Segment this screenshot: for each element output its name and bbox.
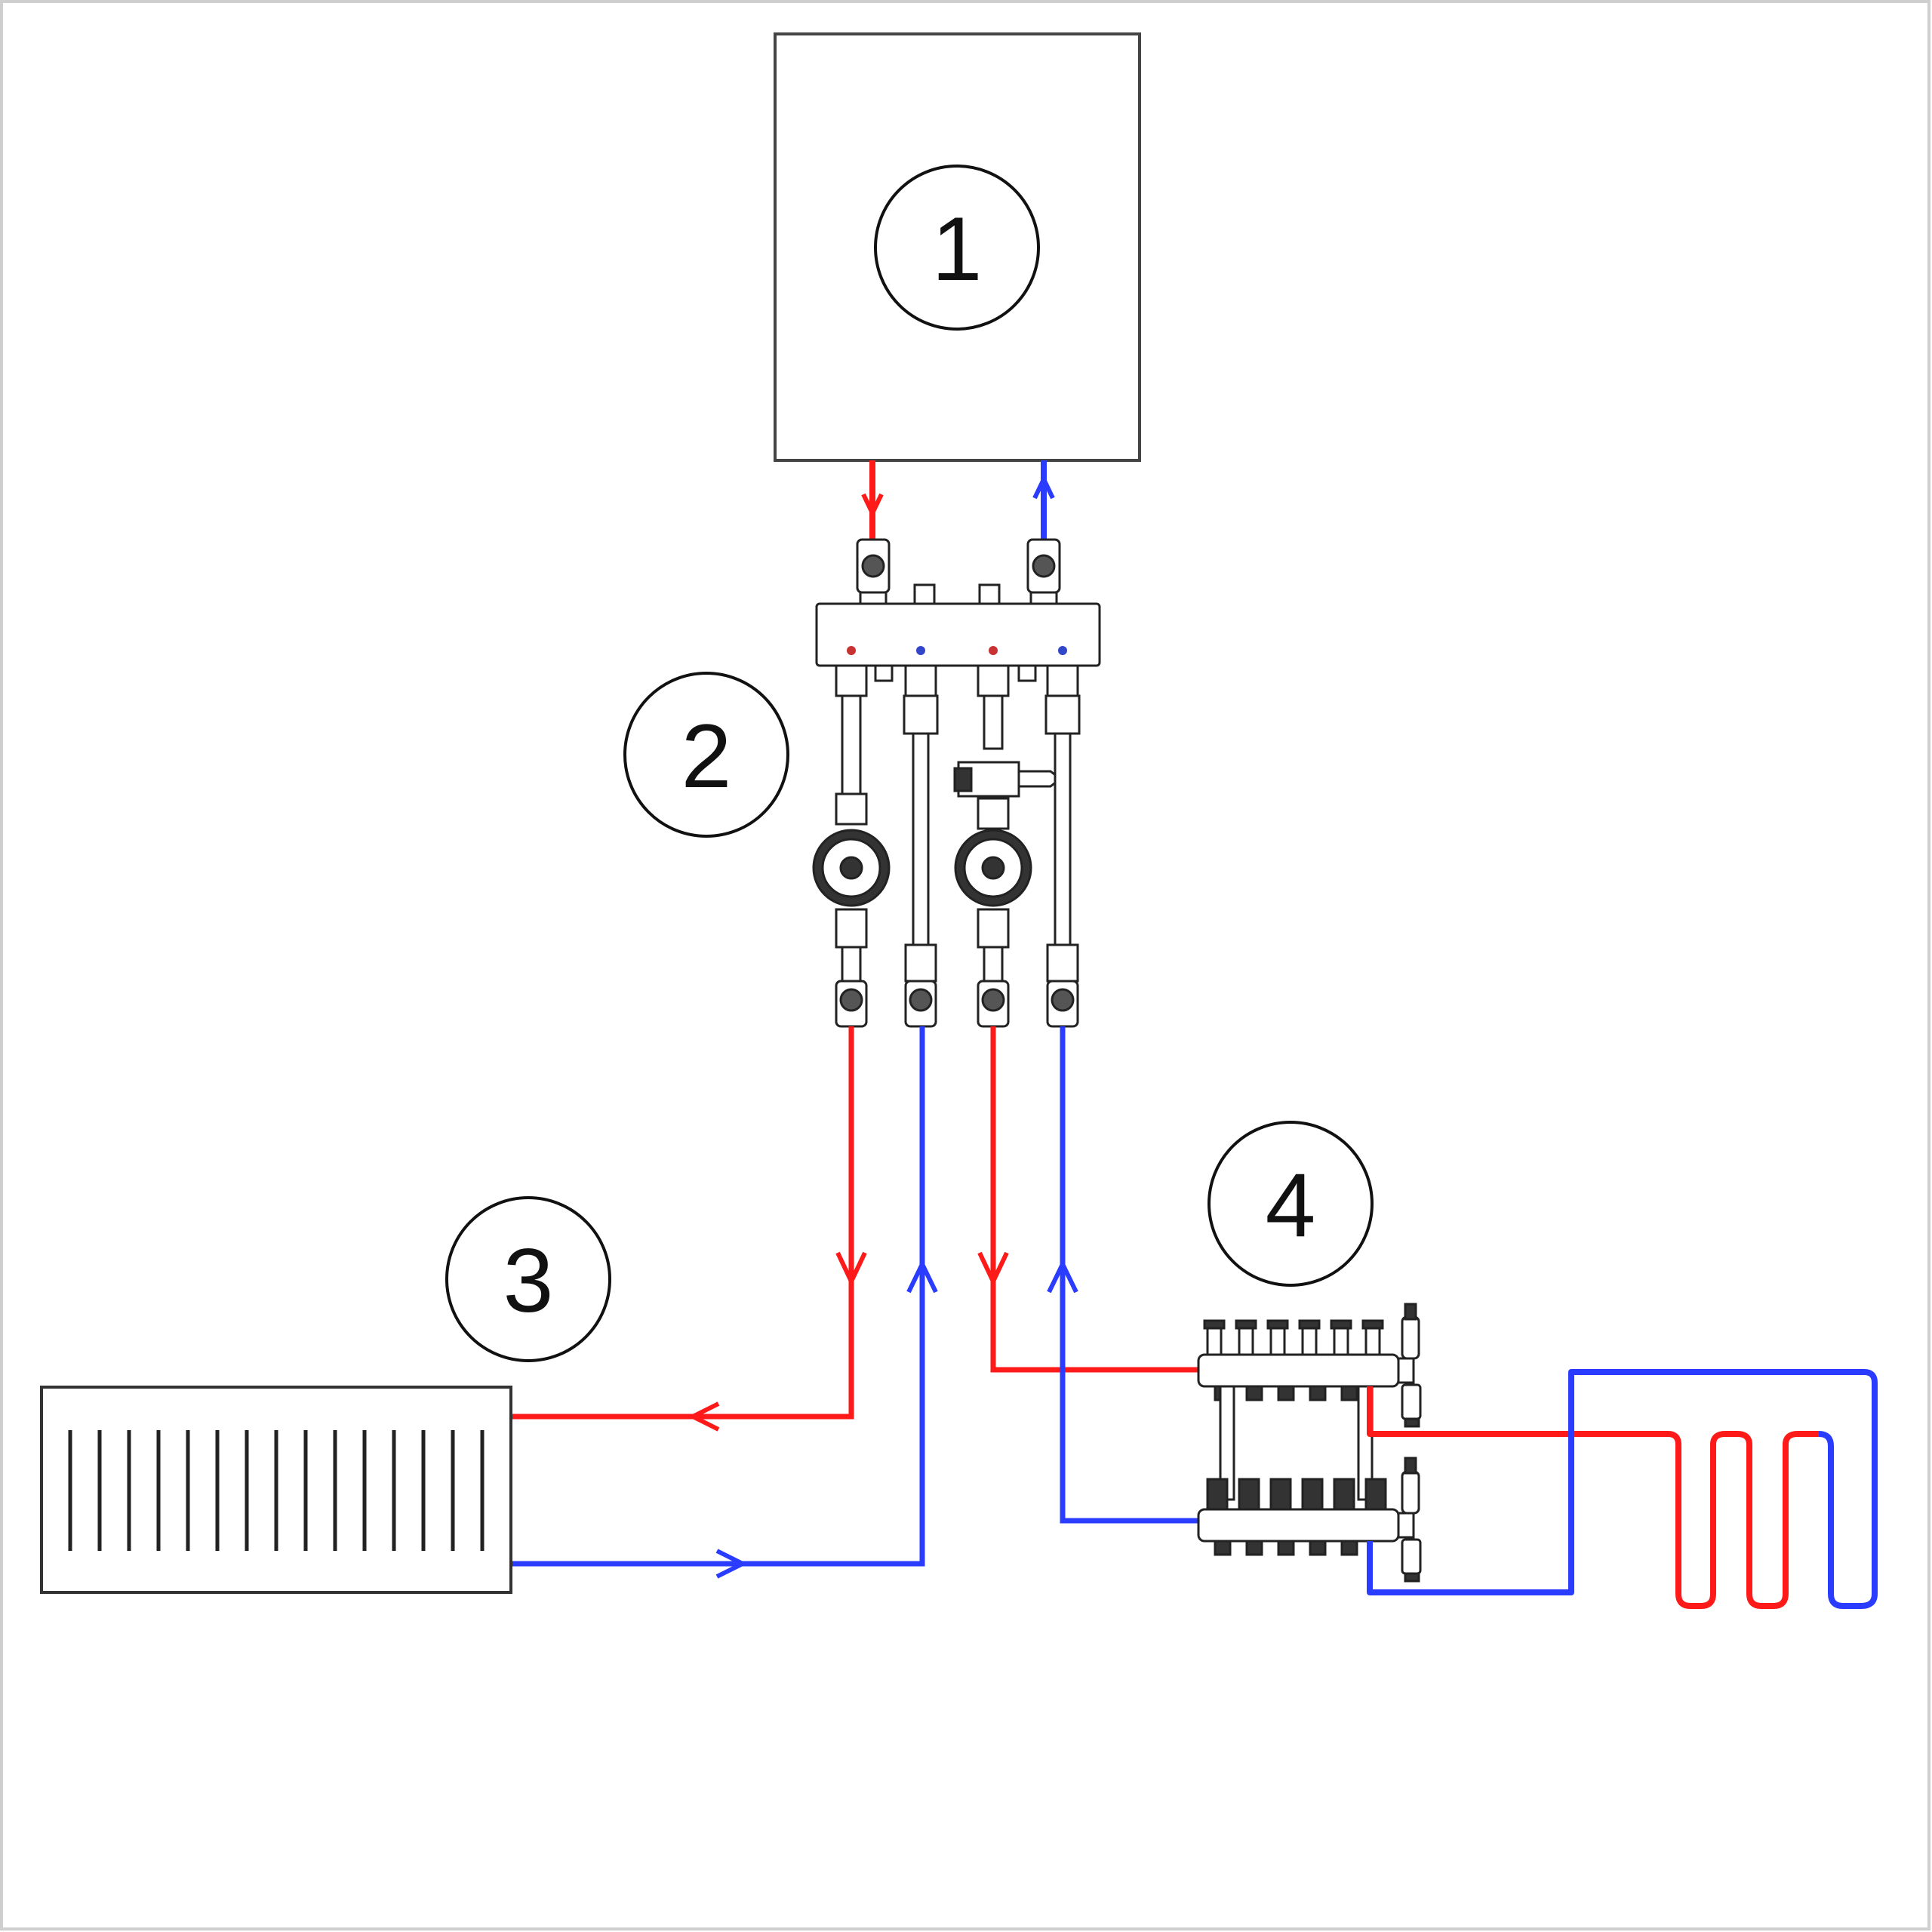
pump-group-label: 2 [681, 706, 732, 807]
leg-radiator-return [903, 664, 939, 1028]
radiator-pipes [511, 1026, 938, 1579]
floor-return-pipe [1060, 1026, 1200, 1524]
leg-floor-supply [953, 664, 1063, 1028]
floor-manifold-label: 4 [1266, 1155, 1316, 1256]
radiator-return-pipe [511, 1026, 925, 1567]
boiler-valve-right [1026, 538, 1061, 605]
boiler: 1 [774, 32, 1141, 462]
pump-group-label-circle [623, 672, 789, 838]
radiator-fins [68, 1430, 485, 1551]
underfloor-loop [1367, 1369, 1878, 1609]
manifold-supply-valves [1203, 1319, 1384, 1401]
floor-feed-pipes [977, 1026, 1200, 1524]
underfloor-loop-return [1367, 1369, 1878, 1609]
radiator-label: 3 [503, 1230, 554, 1331]
boiler-body [774, 32, 1141, 462]
boiler-connection-pipes [861, 460, 1055, 543]
manifold-return-actuators [1206, 1478, 1387, 1556]
floor-manifold-label-circle [1208, 1121, 1374, 1287]
distribution-bar [815, 602, 1101, 667]
floor-manifold [1197, 1303, 1422, 1583]
boiler-valve-left [856, 538, 891, 605]
boiler-label: 1 [932, 198, 983, 300]
leg-floor-return [1044, 664, 1081, 1028]
floor-supply-pipe [990, 1026, 1200, 1373]
radiator-label-circle [445, 1196, 611, 1362]
radiator [40, 1386, 512, 1594]
manifold-return-bar [1197, 1508, 1400, 1543]
leg-radiator-supply [812, 664, 891, 1028]
boiler-label-circle [874, 165, 1040, 331]
underfloor-loop-supply [1367, 1386, 1819, 1609]
pump-group [812, 538, 1101, 1028]
radiator-supply-pipe [511, 1026, 854, 1420]
manifold-supply-bar [1197, 1353, 1400, 1388]
